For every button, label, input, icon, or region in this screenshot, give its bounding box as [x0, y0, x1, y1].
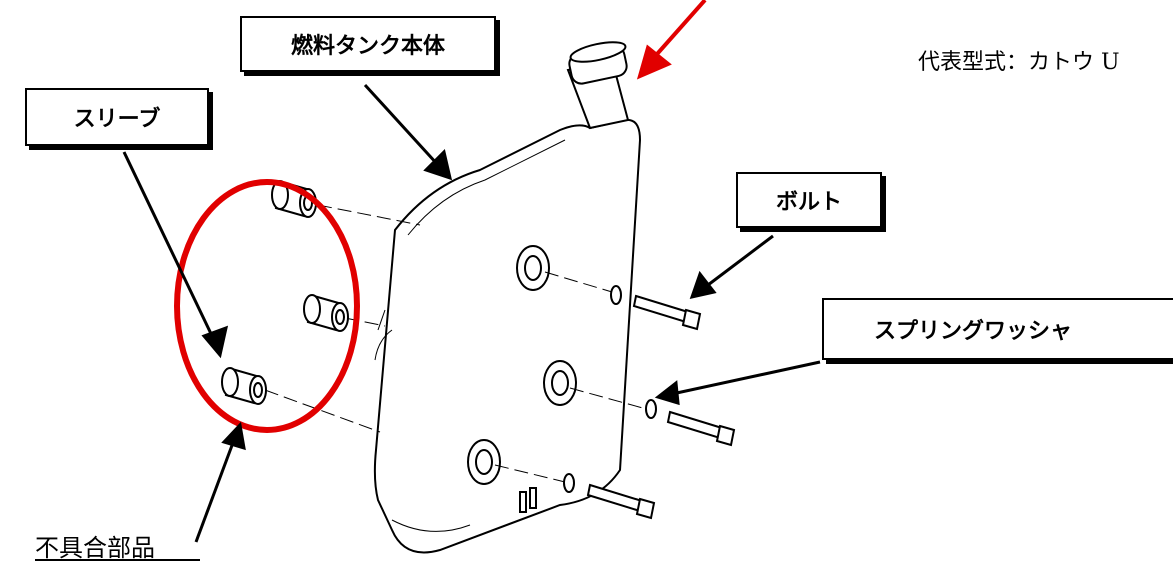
model-caption: 代表型式：カトウ U: [918, 50, 1120, 75]
leader-arrows: [122, 83, 821, 543]
sleeve-middle: [303, 294, 349, 332]
assembly-axis-lines: [264, 204, 651, 483]
bolt-top: [632, 294, 702, 331]
drain-nozzle: [519, 487, 537, 513]
defective-part-label: 不具合部品: [35, 534, 155, 562]
red-arrow: [636, 0, 707, 80]
defect-highlight-circle: [174, 179, 360, 433]
label-fuel-tank-body: 燃料タンク本体: [240, 16, 496, 72]
spring-washers: [563, 285, 657, 493]
label-bolt: ボルト: [736, 172, 882, 228]
fuel-tank-body: [373, 41, 642, 554]
bolt-bottom: [586, 483, 656, 520]
label-spring-washer: スプリングワッシャ: [822, 298, 1173, 360]
mount-holes: [467, 245, 577, 485]
bolts: [586, 294, 736, 520]
sleeve-bottom: [221, 367, 267, 405]
bolt-middle: [666, 410, 736, 447]
label-sleeve: スリーブ: [25, 88, 209, 146]
